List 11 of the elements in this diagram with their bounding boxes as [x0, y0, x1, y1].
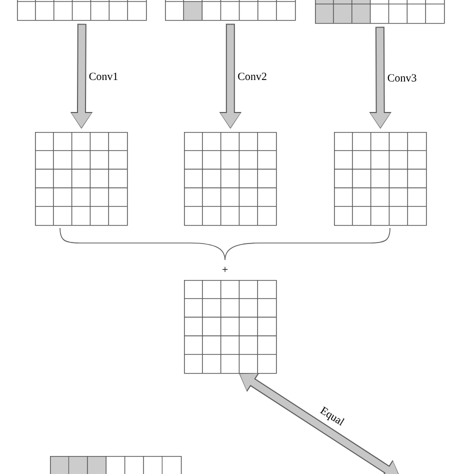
- kernel-strip: [164, 0, 296, 21]
- sum-grid: [184, 280, 277, 374]
- feature-grid: [334, 132, 427, 226]
- kernel-strip: [314, 0, 445, 24]
- feature-grid: [184, 132, 277, 226]
- kernel-strip: [16, 0, 147, 21]
- edge-label: Conv2: [238, 72, 266, 80]
- edge-label: Conv3: [388, 74, 416, 82]
- feature-grid: [34, 132, 128, 226]
- kernel-strip: [50, 456, 182, 474]
- edge-label: Conv1: [89, 72, 118, 80]
